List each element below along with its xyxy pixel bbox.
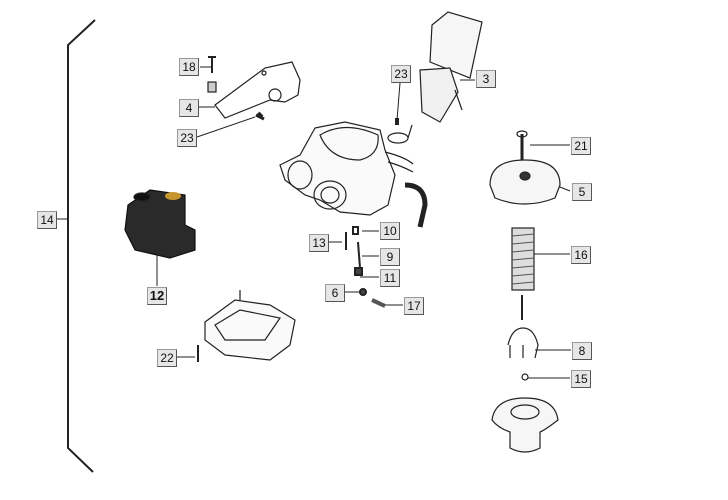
callout-9[interactable]: 9 bbox=[380, 248, 400, 266]
carburetor-body-part bbox=[279, 121, 428, 228]
callout-4[interactable]: 4 bbox=[179, 99, 199, 117]
callout-21[interactable]: 21 bbox=[571, 137, 591, 155]
callout-17[interactable]: 17 bbox=[404, 297, 424, 315]
throttle-lever-part bbox=[207, 56, 301, 121]
callout-8[interactable]: 8 bbox=[572, 342, 592, 360]
callout-14[interactable]: 14 bbox=[37, 211, 57, 229]
carburetor-top-parts bbox=[489, 130, 561, 453]
callout-13[interactable]: 13 bbox=[309, 234, 329, 252]
callout-11[interactable]: 11 bbox=[380, 269, 400, 287]
leader-lines bbox=[156, 66, 571, 379]
assembly-bracket bbox=[56, 19, 96, 473]
callout-3[interactable]: 3 bbox=[476, 70, 496, 88]
callout-23[interactable]: 23 bbox=[391, 65, 411, 83]
callout-22[interactable]: 22 bbox=[157, 349, 177, 367]
callout-10[interactable]: 10 bbox=[380, 222, 400, 240]
callout-5[interactable]: 5 bbox=[572, 183, 592, 201]
callout-18[interactable]: 18 bbox=[179, 58, 199, 76]
callout-6[interactable]: 6 bbox=[325, 284, 345, 302]
jets-and-screws-part bbox=[256, 111, 399, 308]
callout-16[interactable]: 16 bbox=[571, 246, 591, 264]
float-bowl-part bbox=[197, 290, 296, 362]
throttle-position-sensor-part bbox=[124, 189, 196, 259]
callout-15[interactable]: 15 bbox=[571, 370, 591, 388]
callout-23[interactable]: 23 bbox=[177, 129, 197, 147]
callout-12[interactable]: 12 bbox=[147, 287, 167, 305]
sensor-part bbox=[407, 11, 483, 139]
